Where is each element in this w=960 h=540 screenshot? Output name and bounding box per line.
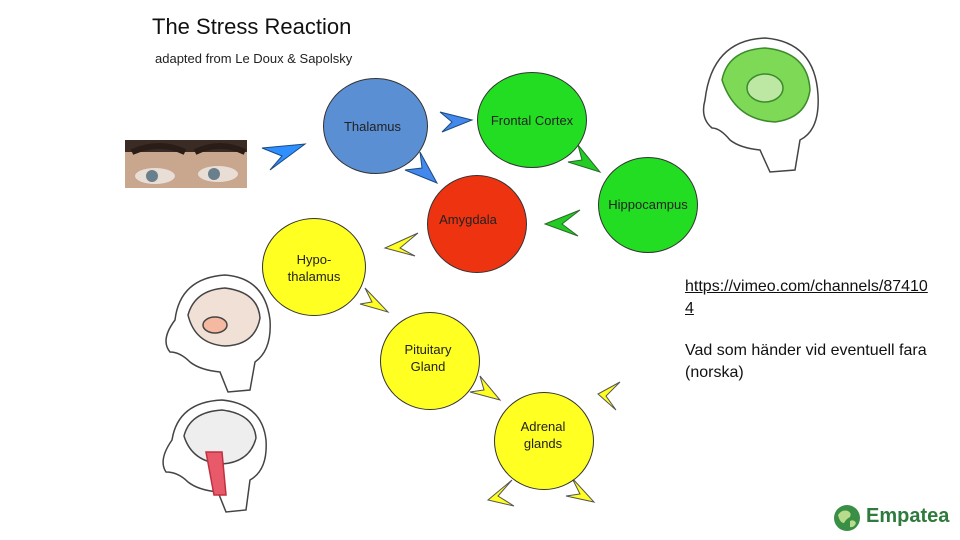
arrow-hippocampus-amygdala	[543, 209, 581, 237]
node-hippocampus	[598, 157, 698, 253]
arrow-thalamus-frontal	[439, 111, 474, 133]
label-hypothalamus: Hypo- thalamus	[287, 252, 341, 284]
arrow-thalamus-amygdala	[404, 151, 439, 184]
head-hypothalamus-image	[165, 274, 271, 393]
logo-text: Empatea	[866, 505, 950, 527]
label-hippocampus: Hippocampus	[608, 197, 688, 212]
eyes-image	[125, 140, 247, 188]
slide-title: The Stress Reaction	[152, 14, 352, 39]
vimeo-link[interactable]: https://vimeo.com/channels/874104	[685, 278, 928, 317]
node-frontal-cortex	[477, 72, 587, 168]
arrow-adrenal-out-right	[565, 477, 596, 503]
head-adrenal-image	[162, 399, 267, 513]
slide-subtitle: adapted from Le Doux & Sapolsky	[155, 51, 353, 66]
video-note: Vad som händer vid eventuell fara (norsk…	[685, 342, 927, 381]
arrow-adrenal-feedback	[597, 381, 621, 411]
arrow-frontal-hippocampus	[567, 144, 602, 173]
label-adrenal: Adrenal glands	[520, 419, 566, 451]
node-pituitary	[380, 312, 480, 410]
head-hippocampus-image	[702, 37, 819, 173]
empatea-logo: Empatea	[832, 502, 952, 534]
label-amygdala: Amygdala	[439, 212, 497, 227]
globe-icon	[834, 505, 860, 531]
label-frontal-cortex: Frontal Cortex	[490, 113, 574, 128]
arrow-hypothalamus-pituitary	[359, 287, 390, 313]
node-thalamus	[323, 78, 428, 174]
arrow-eyes-thalamus	[261, 143, 307, 171]
arrow-pituitary-adrenal	[469, 375, 502, 401]
node-hypothalamus	[262, 218, 366, 316]
node-adrenal	[494, 392, 594, 490]
arrow-adrenal-out-left	[486, 479, 515, 507]
label-pituitary: Pituitary Gland	[404, 342, 452, 374]
arrow-amygdala-hypothalamus	[383, 232, 419, 257]
node-amygdala	[427, 175, 527, 273]
label-thalamus: Thalamus	[343, 119, 402, 134]
